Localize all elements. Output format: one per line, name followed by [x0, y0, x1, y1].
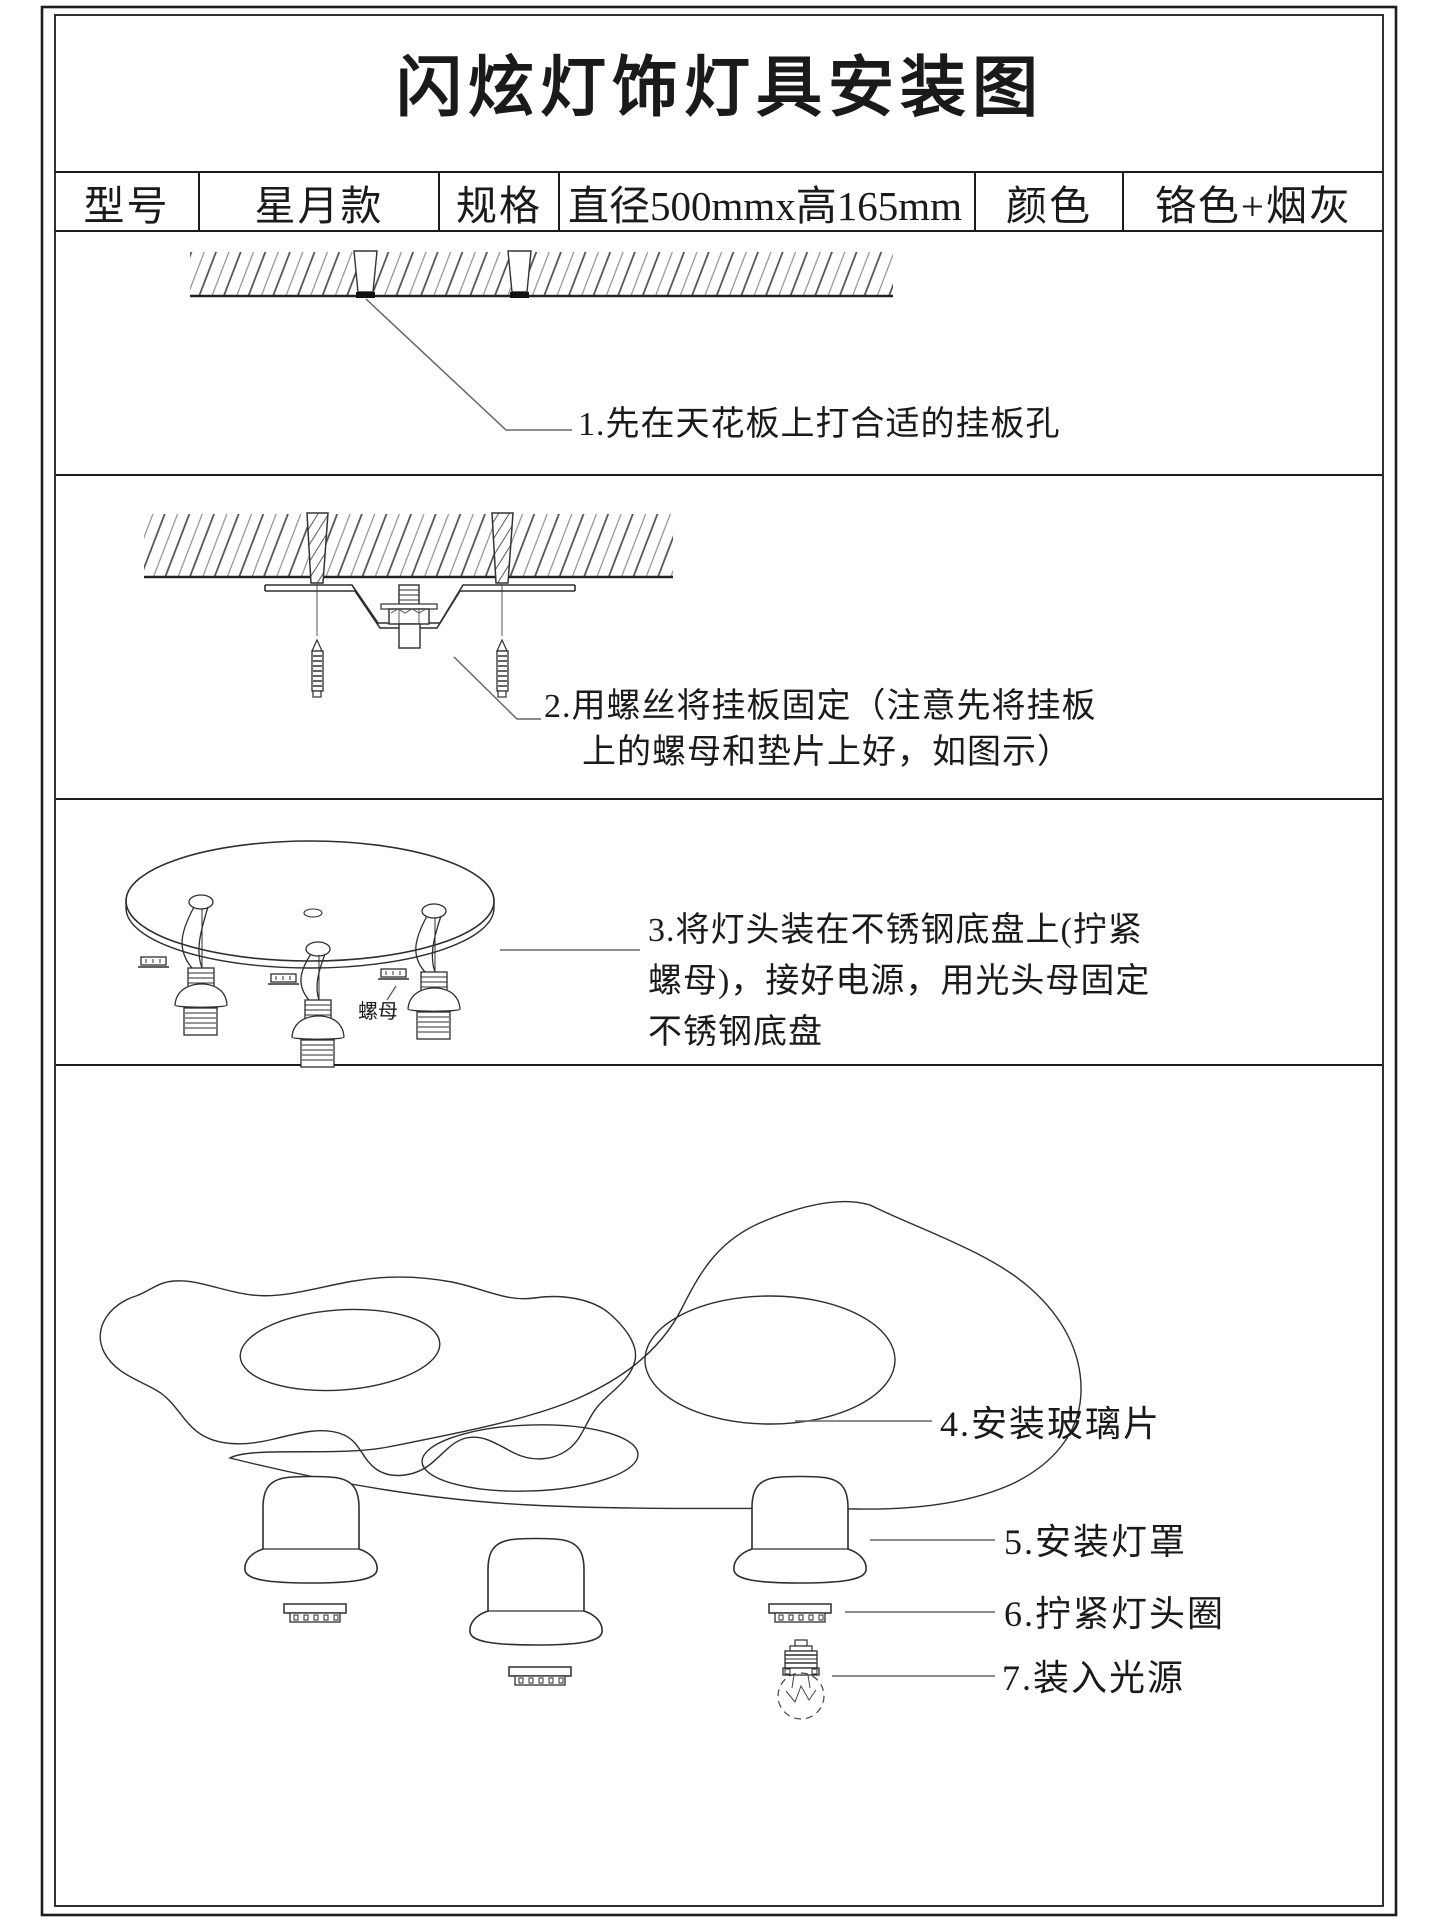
step-2-label-line2: 上的螺母和垫片上好，如图示） [582, 734, 1072, 771]
glass-moon-piece [228, 1200, 1082, 1510]
model-label-cell: 型号 [55, 173, 200, 230]
lamp-head-drawing [291, 941, 345, 1068]
drill-hole [507, 250, 532, 298]
step-1-label: 1.先在天花板上打合适的挂板孔 [578, 406, 1061, 443]
nut-marker [378, 968, 409, 980]
nut-marker [138, 956, 169, 968]
spec-label-cell: 规格 [440, 173, 560, 230]
light-bulb-drawing [777, 1639, 825, 1720]
step-6-label: 6.拧紧灯头圈 [1004, 1594, 1226, 1634]
step-5-label: 5.安装灯罩 [1004, 1522, 1188, 1562]
section-dividers [56, 474, 1382, 1066]
lamp-head-drawing [174, 894, 228, 1036]
model-value-cell: 星月款 [200, 173, 440, 230]
ceiling-hatch-drawing-step1 [190, 250, 893, 298]
nut-annotation-label: 螺母 [358, 1001, 398, 1023]
color-label-cell: 颜色 [976, 173, 1124, 230]
step-7-label: 7.装入光源 [1002, 1658, 1186, 1698]
lamp-shade-drawing [244, 1475, 378, 1584]
nut-label-leader-line [386, 985, 397, 1001]
mounting-screw [496, 638, 509, 698]
color-value-cell: 铬色+烟灰 [1154, 182, 1353, 229]
outer-frame [40, 5, 1398, 1917]
bolt-assembly [380, 584, 438, 649]
spec-value-cell: 直径500mmx高165mm [560, 173, 976, 230]
lamp-ring-drawing [283, 1603, 347, 1623]
anchor-plug [306, 512, 329, 584]
anchor-plug [491, 512, 514, 584]
lamp-head-drawing [407, 903, 461, 1040]
glass-star-piece [99, 1276, 637, 1477]
mounting-screw [311, 638, 324, 698]
lamp-ring-drawing [768, 1603, 832, 1623]
lamp-ring-drawing [508, 1666, 572, 1686]
inner-frame [54, 14, 1384, 1907]
page-title: 闪炫灯饰灯具安装图 [396, 52, 1044, 125]
drill-hole [353, 250, 378, 298]
step-3-label-line1: 3.将灯头装在不锈钢底盘上(拧紧 [648, 912, 1143, 949]
lamp-shade-drawing [733, 1475, 867, 1584]
nut-marker [268, 973, 299, 985]
step1-leader-line [365, 298, 572, 431]
step-3-label-line2: 螺母)，接好电源，用光头母固定 [648, 963, 1151, 1000]
step-4-label: 4.安装玻璃片 [940, 1404, 1162, 1444]
step2-leader-line [453, 656, 541, 720]
lamp-shade-drawing [469, 1537, 603, 1646]
base-plate-drawing [125, 840, 495, 969]
spec-table: 型号 星月款 规格 直径500mmx高165mm 颜色 铬色+烟灰 [55, 171, 1383, 232]
step-2-label-line1: 2.用螺丝将挂板固定（注意先将挂板 [544, 688, 1097, 725]
ceiling-hatch-drawing-step2 [144, 512, 673, 636]
step-3-label-line3: 不锈钢底盘 [648, 1014, 823, 1051]
